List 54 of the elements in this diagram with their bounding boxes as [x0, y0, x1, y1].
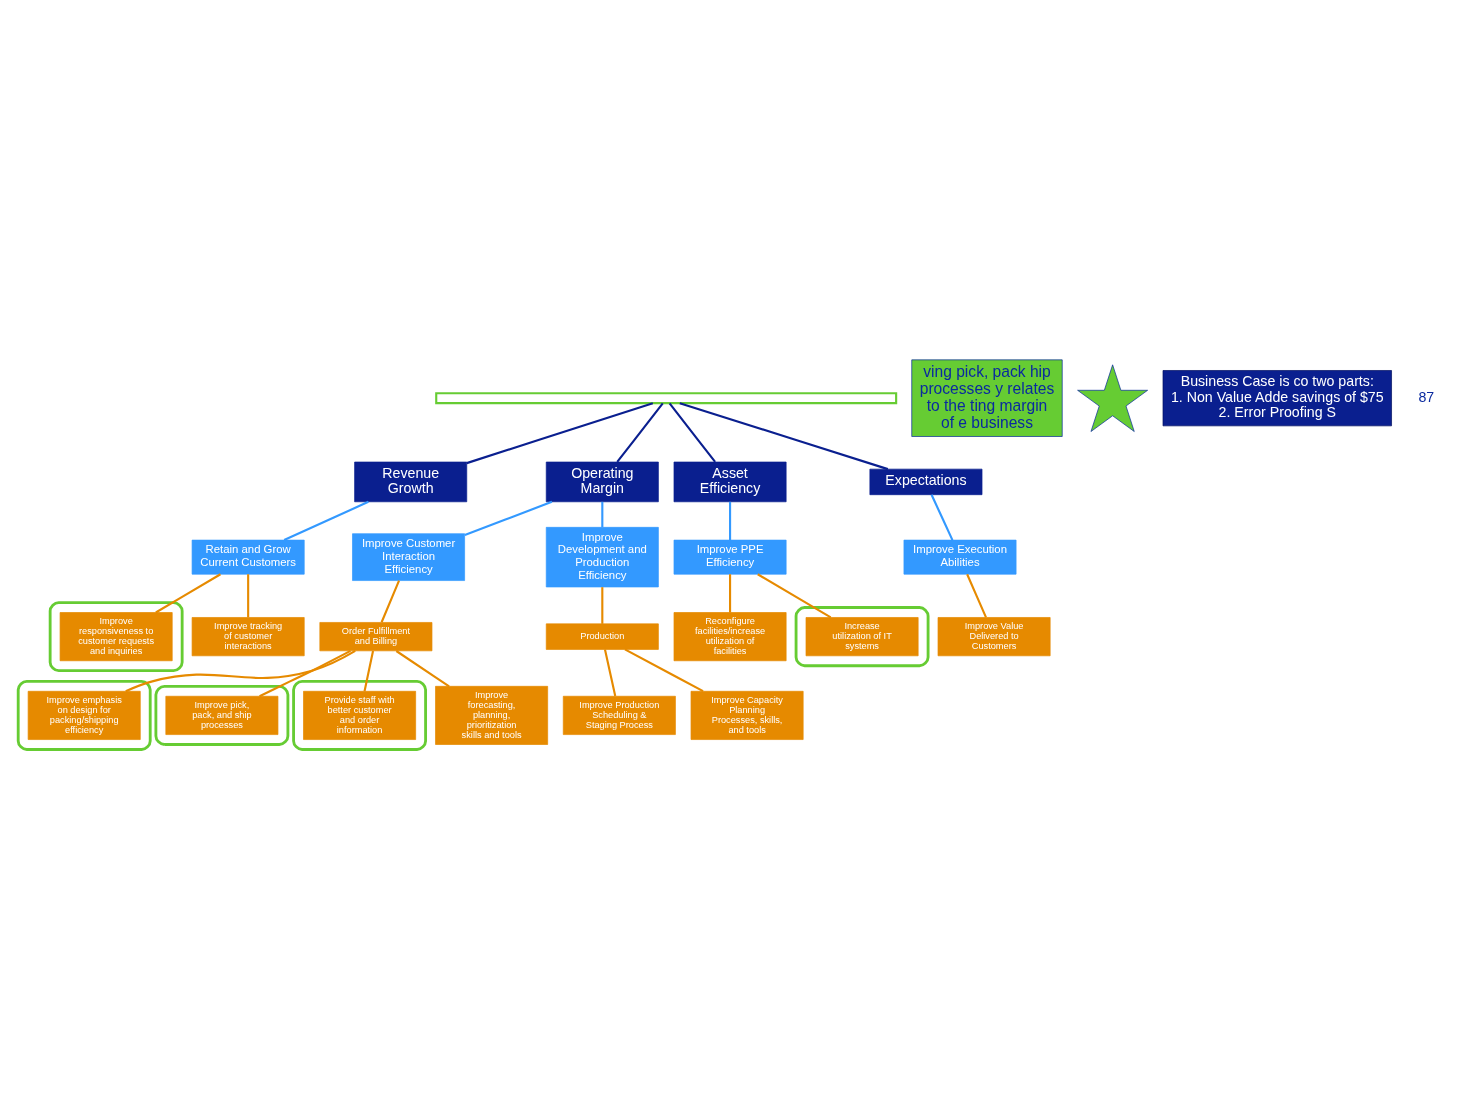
connector	[668, 402, 716, 463]
connector	[601, 501, 604, 528]
node-box: Improve pick, pack, and ship processes	[165, 695, 279, 735]
node-box: Expectations	[869, 468, 983, 496]
node-box: Improve Customer Interaction Efficiency	[352, 533, 465, 581]
connector	[395, 650, 450, 688]
node-star	[1077, 364, 1148, 432]
node-box: Improve Production Scheduling & Staging Process	[562, 695, 676, 735]
label: 87	[1418, 388, 1435, 405]
cluster	[794, 606, 930, 668]
node-box: Order Fulfillment and Billing	[319, 622, 433, 652]
node-box: Business Case is co two parts: 1. Non Value Adde savings of $75 2. Error Proofing S	[1162, 370, 1392, 427]
node-box: Improve responsiveness to customer requests and inquiries	[59, 612, 173, 662]
node-box: Production	[545, 623, 659, 650]
node-box: Improve Value Delivered to Customers	[937, 617, 1051, 657]
node-box: Improve Capacity Planning Processes, skills, and tools	[690, 690, 804, 740]
node-box: Asset Efficiency	[673, 461, 787, 503]
cluster	[48, 601, 184, 673]
node-box: Retain and Grow Current Customers	[191, 539, 305, 575]
connector	[259, 649, 351, 698]
connector	[155, 573, 222, 614]
connector	[729, 501, 732, 541]
node-box: Operating Margin	[545, 461, 659, 503]
connector	[466, 402, 654, 465]
node-box: Improve Execution Abilities	[903, 539, 1017, 575]
node-box	[435, 392, 898, 405]
node-box: Increase utilization of IT systems	[805, 617, 919, 657]
node-box: Improve forecasting, planning, prioritization skills and tools	[435, 685, 548, 745]
cluster	[16, 679, 152, 751]
connector	[966, 573, 987, 618]
connector	[930, 494, 954, 541]
connector	[363, 650, 375, 692]
connector	[125, 650, 356, 693]
connector	[380, 580, 400, 623]
node-box: Improve tracking of customer interactions	[191, 617, 305, 657]
connector	[729, 574, 732, 613]
connector	[247, 574, 250, 618]
connector	[603, 649, 617, 697]
node-box: Revenue Growth	[354, 461, 468, 503]
cluster	[154, 684, 290, 746]
node-box: Reconfigure facilities/increase utilization of facilities	[673, 612, 787, 662]
connector	[624, 648, 704, 693]
connector	[601, 587, 604, 624]
connector	[283, 500, 369, 542]
connector	[757, 573, 832, 619]
node-box: Improve emphasis on design for packing/shipping efficiency	[27, 690, 141, 740]
connector	[616, 402, 664, 463]
node-box: Improve PPE Efficiency	[673, 539, 787, 575]
connector	[464, 500, 553, 536]
node-box: Improve Development and Production Efficiency	[545, 527, 659, 588]
cluster	[292, 679, 427, 751]
node-box: Provide staff with better customer and order information	[303, 690, 416, 740]
connector	[679, 402, 889, 471]
node-box: ving pick, pack hip processes y relates to the ting margin of e business	[911, 359, 1063, 437]
